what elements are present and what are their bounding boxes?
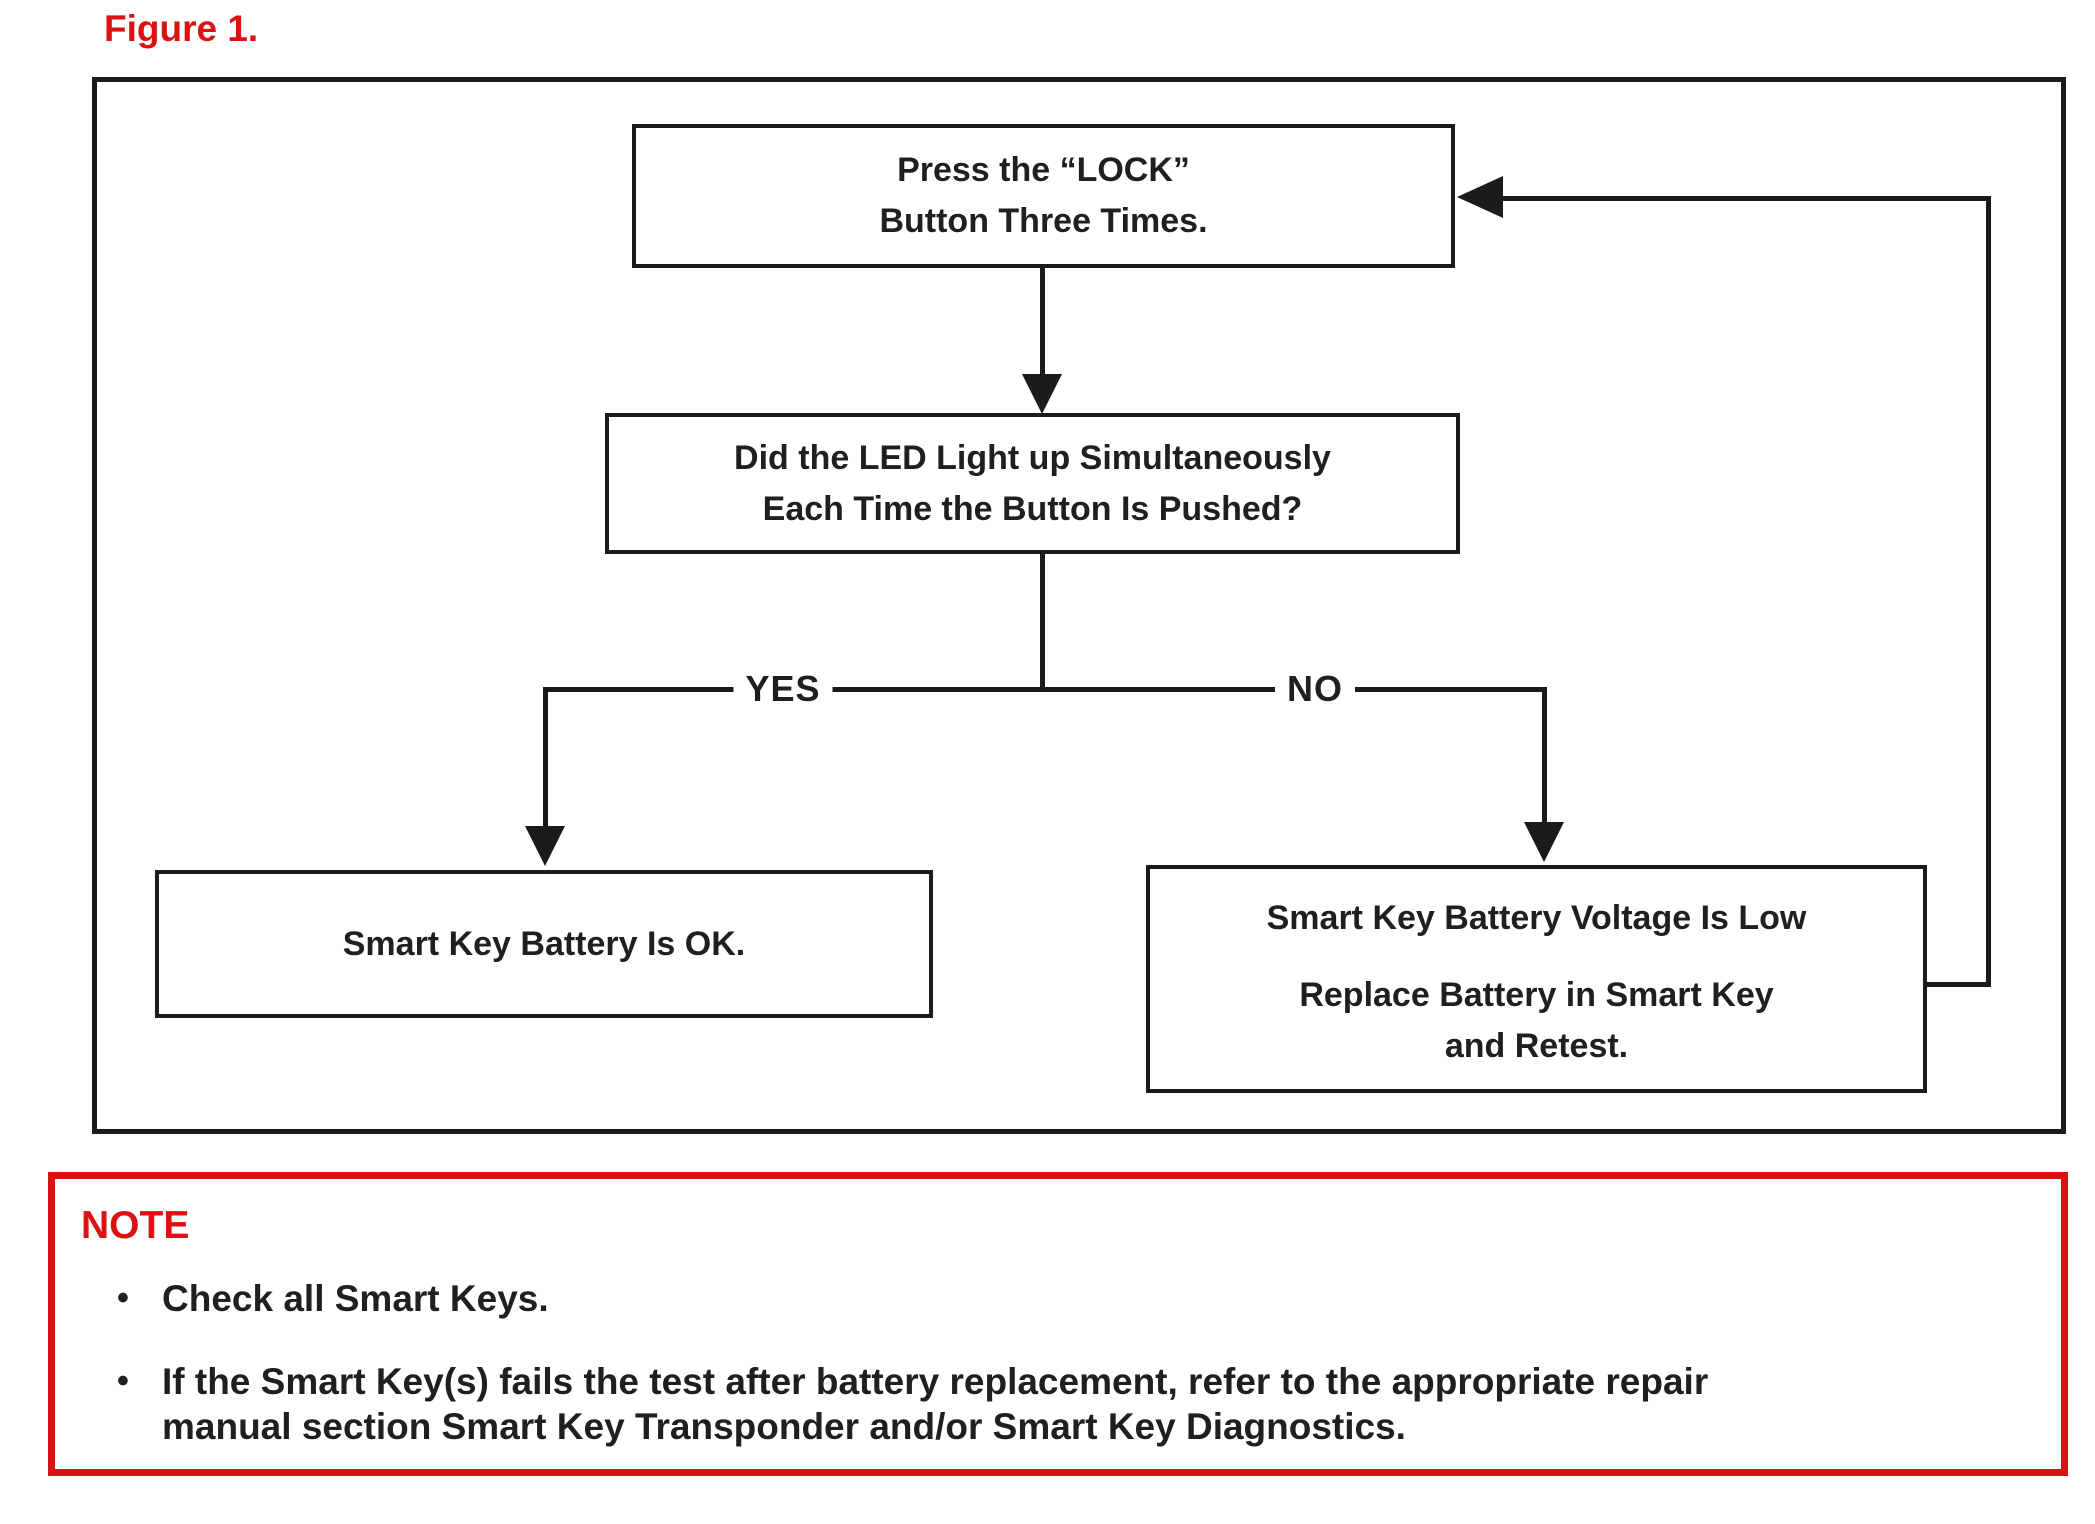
- node-no-line2: Replace Battery in Smart Key: [1299, 976, 1774, 1014]
- connector-feedback-stub: [1927, 982, 1990, 987]
- node-start-line1: Press the “LOCK”: [897, 151, 1190, 189]
- bullet-icon: •: [117, 1362, 129, 1400]
- arrowhead-down-no: [1524, 822, 1564, 862]
- flowchart-node-yes-result: Smart Key Battery Is OK.: [155, 870, 933, 1018]
- node-no-line3: and Retest.: [1444, 1027, 1629, 1065]
- bullet-text-line1: If the Smart Key(s) fails the test after…: [162, 1361, 1709, 1402]
- bullet-text: If the Smart Key(s) fails the test after…: [162, 1359, 1708, 1449]
- connector-start-to-question: [1040, 266, 1045, 378]
- arrowhead-left-feedback: [1457, 176, 1503, 218]
- connector-feedback-vertical: [1986, 196, 1991, 987]
- connector-feedback-top: [1503, 196, 1990, 201]
- node-start-line2: Button Three Times.: [879, 202, 1208, 240]
- arrowhead-down-yes: [525, 826, 565, 866]
- node-no-line1: Smart Key Battery Voltage Is Low: [1266, 899, 1807, 937]
- figure-caption: Figure 1.: [104, 8, 259, 49]
- bullet-text: Check all Smart Keys.: [162, 1278, 549, 1319]
- connector-branch-horizontal: [545, 687, 1547, 692]
- connector-question-to-branch: [1040, 552, 1045, 690]
- bullet-icon: •: [117, 1279, 129, 1317]
- connector-no-branch: [1542, 687, 1547, 826]
- note-title: NOTE: [81, 1204, 190, 1247]
- node-question-line2: Each Time the Button Is Pushed?: [762, 489, 1303, 528]
- bullet-text-line2: manual section Smart Key Transponder and…: [162, 1406, 1406, 1447]
- flowchart-node-question: Did the LED Light up Simultaneously Each…: [605, 413, 1460, 554]
- note-box: NOTE • Check all Smart Keys. • If the Sm…: [48, 1172, 2068, 1476]
- note-bullet-item: • If the Smart Key(s) fails the test aft…: [117, 1359, 1708, 1449]
- arrowhead-down-question: [1022, 374, 1062, 414]
- note-bullet-item: • Check all Smart Keys.: [117, 1276, 549, 1321]
- flowchart-node-start: Press the “LOCK” Button Three Times.: [632, 124, 1455, 268]
- connector-yes-branch: [543, 687, 548, 828]
- node-yes-line1: Smart Key Battery Is OK.: [342, 924, 746, 963]
- branch-label-yes: YES: [733, 667, 833, 711]
- flowchart-node-no-result: Smart Key Battery Voltage Is Low Replace…: [1146, 865, 1927, 1093]
- branch-label-no: NO: [1275, 667, 1355, 711]
- node-question-line1: Did the LED Light up Simultaneously: [734, 438, 1331, 477]
